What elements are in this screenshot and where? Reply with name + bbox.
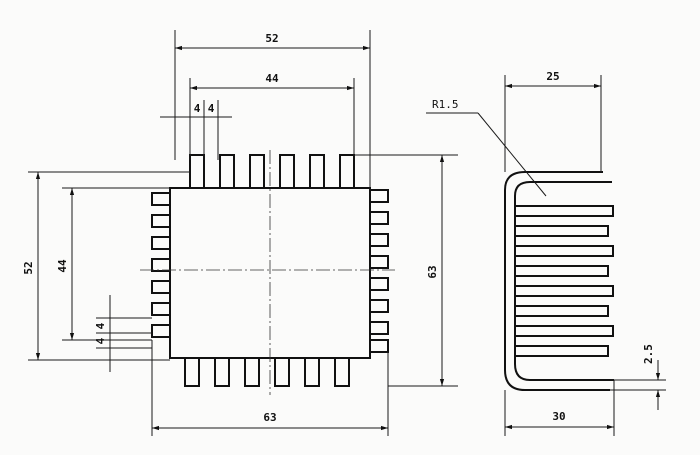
dim-left-fin-b: 4 (94, 322, 107, 329)
top-fins (189, 154, 355, 189)
front-view: 52 44 4 4 52 44 4 4 63 (22, 30, 458, 436)
side-fins (514, 205, 614, 357)
dim-side-bottom: 30 (552, 410, 565, 423)
side-view: 25 R1.5 30 2.5 (426, 70, 666, 436)
dim-top-inner: 44 (265, 72, 279, 85)
dim-fin-a: 4 (194, 102, 201, 115)
dim-side-top: 25 (546, 70, 559, 83)
side-base-inner (514, 181, 614, 381)
dim-left-outer: 52 (22, 261, 35, 274)
bottom-fins (184, 357, 350, 387)
dim-left-fin-a: 4 (94, 337, 107, 344)
dim-top-outer: 52 (265, 32, 278, 45)
right-fins (369, 189, 389, 353)
left-fins (151, 192, 171, 338)
dim-bottom-width: 63 (263, 411, 276, 424)
dim-fin-b: 4 (208, 102, 215, 115)
radius-leader (477, 112, 547, 197)
dim-right-height: 63 (426, 265, 439, 278)
side-base-outer (504, 171, 610, 391)
dim-thickness: 2.5 (642, 344, 655, 364)
dim-left-inner: 44 (56, 259, 69, 273)
dim-radius: R1.5 (432, 98, 459, 111)
